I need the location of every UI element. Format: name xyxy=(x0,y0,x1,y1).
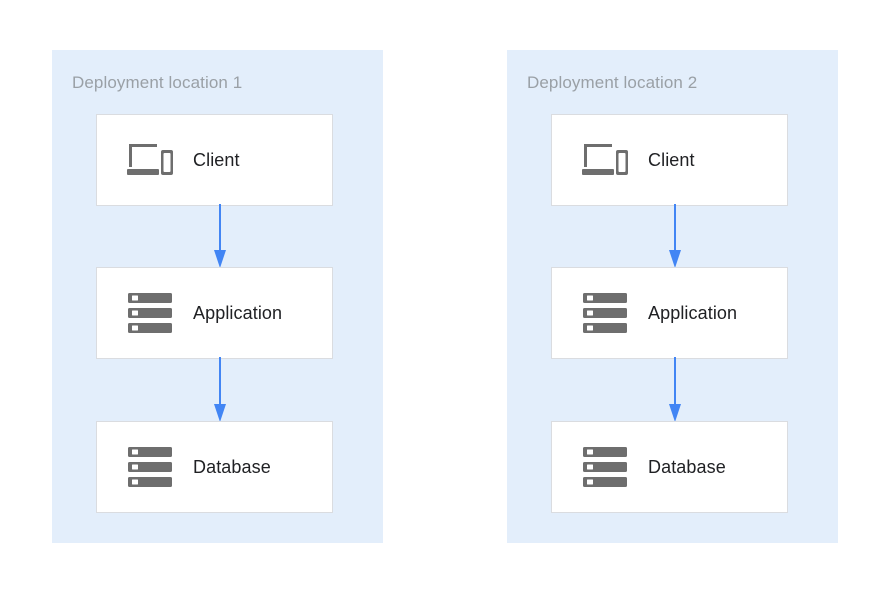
node-application-location-2[interactable]: Application xyxy=(551,267,788,359)
deployment-location-1-title: Deployment location 1 xyxy=(72,73,243,92)
node-application-location-1[interactable]: Application xyxy=(96,267,333,359)
node-database-label: Database xyxy=(193,456,271,477)
node-client-location-2[interactable]: Client xyxy=(551,114,788,206)
node-client-label: Client xyxy=(648,149,695,170)
node-application-label: Application xyxy=(193,302,283,323)
deployment-location-1-zone: Deployment location 1 Client xyxy=(52,50,383,543)
node-client-label: Client xyxy=(193,149,240,170)
server-stack-icon xyxy=(119,446,181,488)
client-devices-icon xyxy=(119,142,181,178)
node-database-location-1[interactable]: Database xyxy=(96,421,333,513)
deployment-location-2-zone: Deployment location 2 Client xyxy=(507,50,838,543)
node-client-location-1[interactable]: Client xyxy=(96,114,333,206)
arrow-application-to-database-location-2 xyxy=(669,357,681,422)
node-database-location-2[interactable]: Database xyxy=(551,421,788,513)
arrow-application-to-database-location-1 xyxy=(214,357,226,422)
arrow-client-to-application-location-1 xyxy=(214,204,226,268)
client-devices-icon xyxy=(574,142,636,178)
server-stack-icon xyxy=(574,292,636,334)
arrow-client-to-application-location-2 xyxy=(669,204,681,268)
node-database-label: Database xyxy=(648,456,726,477)
server-stack-icon xyxy=(119,292,181,334)
server-stack-icon xyxy=(574,446,636,488)
deployment-location-2-title: Deployment location 2 xyxy=(527,73,698,92)
node-application-label: Application xyxy=(648,302,738,323)
